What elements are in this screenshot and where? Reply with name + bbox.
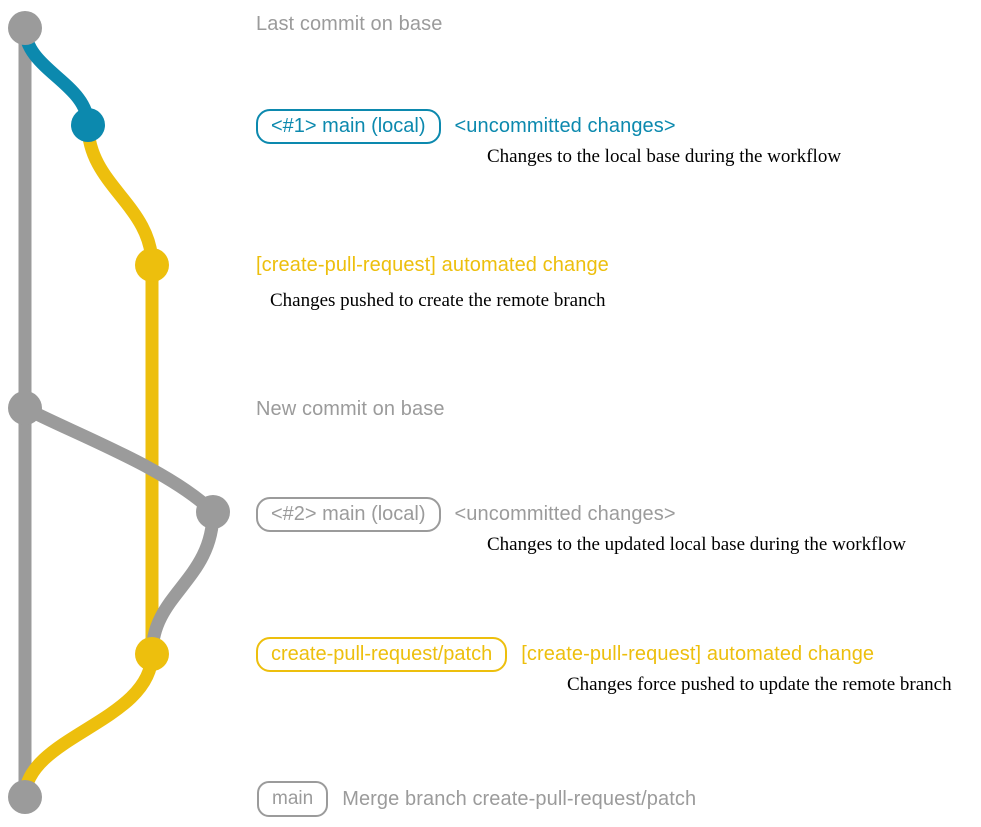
commit-subject-local-commit-2: <uncommitted changes>	[454, 503, 676, 525]
git-graph	[8, 11, 230, 814]
ref-badge-main[interactable]: main	[257, 781, 329, 817]
node-last-commit-on-base	[8, 11, 42, 45]
commit-title-new-commit-on-base: New commit on base	[256, 398, 445, 420]
entry-automated-change-create: [create-pull-request] automated change	[256, 254, 609, 277]
commit-title-automated-change-create: [create-pull-request] automated change	[256, 254, 609, 276]
ref-badge-create-pull-request-patch[interactable]: create-pull-request/patch	[256, 637, 508, 672]
node-automated-change-update	[135, 637, 169, 671]
entry-merge-commit: main Merge branch create-pull-request/pa…	[257, 781, 696, 817]
entry-new-commit-on-base: New commit on base	[256, 398, 445, 421]
entry-local-commit-2: <#2> main (local) <uncommitted changes>	[256, 497, 676, 532]
node-new-commit-on-base	[8, 391, 42, 425]
edge-base-to-local2	[18, 401, 220, 519]
commit-description-automated-change-create: Changes pushed to create the remote bran…	[270, 290, 606, 311]
node-local-commit-1	[71, 108, 105, 142]
entry-automated-change-update: create-pull-request/patch [create-pull-r…	[256, 637, 874, 672]
commit-description-automated-change-update: Changes force pushed to update the remot…	[567, 674, 952, 695]
edge-base-to-local1	[18, 21, 95, 132]
edge-patch2-to-merge	[18, 647, 159, 804]
commit-title-last-commit-on-base: Last commit on base	[256, 13, 443, 35]
edge-local2-to-patch2	[145, 505, 220, 661]
commit-subject-merge-commit: Merge branch create-pull-request/patch	[342, 787, 697, 810]
node-merge-commit	[8, 780, 42, 814]
ref-badge-local-main-1[interactable]: <#1> main (local)	[256, 109, 441, 144]
edge-local1-to-patch1	[81, 118, 159, 272]
commit-description-local-commit-1: Changes to the local base during the wor…	[487, 146, 842, 167]
commit-description-local-commit-2: Changes to the updated local base during…	[487, 534, 906, 555]
commit-subject-automated-change-update: [create-pull-request] automated change	[521, 643, 875, 665]
node-automated-change-create	[135, 248, 169, 282]
entry-local-commit-1: <#1> main (local) <uncommitted changes>	[256, 109, 676, 144]
node-local-commit-2	[196, 495, 230, 529]
ref-badge-local-main-2[interactable]: <#2> main (local)	[256, 497, 441, 532]
commit-nodes	[8, 11, 230, 814]
commit-subject-local-commit-1: <uncommitted changes>	[454, 115, 676, 137]
entry-last-commit-on-base: Last commit on base	[256, 13, 442, 36]
